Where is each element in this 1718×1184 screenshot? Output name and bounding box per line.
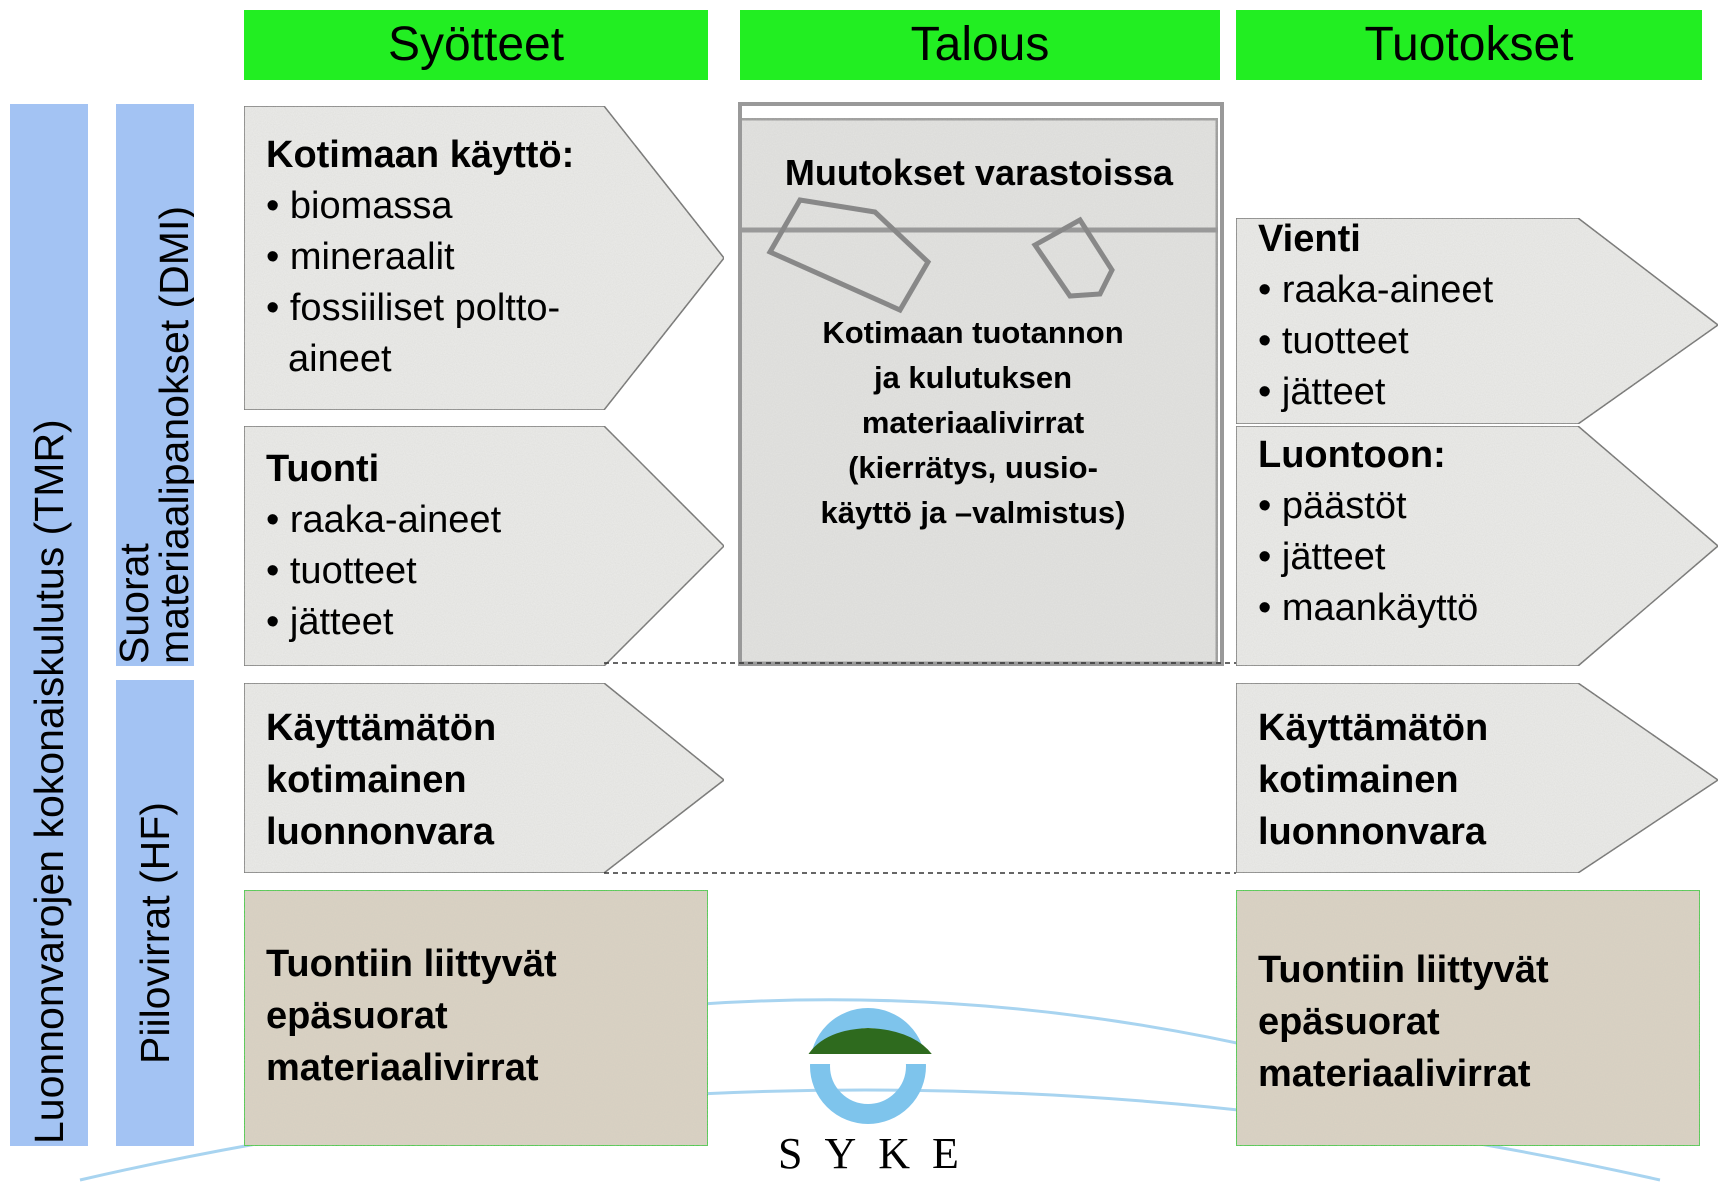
imports-item: tuotteet	[266, 546, 501, 597]
domestic-item: fossiiliset poltto-	[266, 283, 574, 334]
syke-logo-text: SYKE	[778, 1129, 981, 1178]
unused-input-block: Käyttämätön kotimainen luonnonvara	[266, 702, 496, 858]
domestic-item: biomassa	[266, 181, 574, 232]
indirect-output-line: epäsuorat	[1258, 1001, 1440, 1043]
indirect-input-line: Tuontiin liittyvät	[266, 943, 557, 985]
exports-item: jätteet	[1258, 367, 1493, 418]
domestic-flows-line: (kierrätys, uusio-	[848, 450, 1098, 485]
nature-title: Luontoon:	[1258, 434, 1446, 476]
domestic-flows-line: käyttö ja –valmistus)	[820, 495, 1126, 530]
header-economy: Talous	[740, 10, 1220, 80]
box-indirect-input	[243, 889, 709, 1147]
stock-shape-right	[1031, 216, 1115, 299]
domestic-use-title: Kotimaan käyttö:	[266, 134, 575, 176]
unused-output-line: Käyttämätön	[1258, 707, 1489, 749]
imports-item: jätteet	[266, 597, 501, 648]
stock-changes-title: Muutokset varastoissa	[784, 152, 1174, 193]
hf-text: Piilovirrat (HF)	[132, 802, 178, 1064]
dmi-text-line2: materiaalipanokset (DMI)	[151, 206, 194, 664]
nature-block: Luontoon: päästöt jätteet maankäyttö	[1258, 430, 1478, 634]
syke-logo-icon	[800, 1008, 940, 1124]
domestic-item-continuation: aineet	[288, 338, 392, 380]
imports-title: Tuonti	[266, 448, 380, 490]
domestic-use-block: Kotimaan käyttö: biomassa mineraalit fos…	[266, 130, 574, 385]
unused-input-line: Käyttämätön	[266, 707, 497, 749]
tmr-text: Luonnonvarojen kokonaiskulutus (TMR)	[26, 419, 72, 1144]
domestic-item: mineraalit	[266, 232, 574, 283]
nature-item: päästöt	[1258, 481, 1478, 532]
arrow-unused-output	[1235, 682, 1718, 874]
domestic-flows-line: ja kulutuksen	[873, 360, 1073, 395]
exports-title: Vienti	[1258, 218, 1361, 260]
economy-box	[735, 115, 1221, 667]
indirect-output-line: Tuontiin liittyvät	[1258, 949, 1549, 991]
indirect-input-line: materiaalivirrat	[266, 1047, 539, 1089]
domestic-flows-line: Kotimaan tuotannon	[822, 315, 1124, 350]
side-label-dmi: Suorat materiaalipanokset (DMI)	[116, 104, 194, 666]
exports-item: tuotteet	[1258, 316, 1493, 367]
imports-item: raaka-aineet	[266, 495, 501, 546]
domestic-flows-line: materiaalivirrat	[861, 405, 1085, 440]
side-label-hf: Piilovirrat (HF)	[116, 680, 194, 1146]
unused-output-line: kotimainen	[1258, 759, 1459, 801]
nature-item: jätteet	[1258, 532, 1478, 583]
arrow-unused-input	[243, 682, 726, 874]
indirect-input-line: epäsuorat	[266, 995, 448, 1037]
unused-input-line: luonnonvara	[266, 811, 495, 853]
indirect-output-line: materiaalivirrat	[1258, 1053, 1531, 1095]
unused-output-line: luonnonvara	[1258, 811, 1487, 853]
indirect-input-block: Tuontiin liittyvät epäsuorat materiaaliv…	[266, 938, 557, 1094]
unused-input-line: kotimainen	[266, 759, 467, 801]
stock-shape-left	[766, 197, 932, 314]
indirect-output-block: Tuontiin liittyvät epäsuorat materiaaliv…	[1258, 944, 1549, 1100]
header-inputs: Syötteet	[244, 10, 708, 80]
header-outputs: Tuotokset	[1236, 10, 1702, 80]
economy-outer-frame	[738, 102, 1224, 666]
side-label-tmr: Luonnonvarojen kokonaiskulutus (TMR)	[10, 104, 88, 1146]
box-indirect-output	[1235, 889, 1701, 1147]
unused-output-block: Käyttämätön kotimainen luonnonvara	[1258, 702, 1488, 858]
domestic-flows-block: Kotimaan tuotannon ja kulutuksen materia…	[740, 310, 1206, 535]
imports-block: Tuonti raaka-aineet tuotteet jätteet	[266, 444, 501, 648]
nature-item: maankäyttö	[1258, 583, 1478, 634]
exports-block: Vienti raaka-aineet tuotteet jätteet	[1258, 214, 1493, 418]
exports-item: raaka-aineet	[1258, 265, 1493, 316]
